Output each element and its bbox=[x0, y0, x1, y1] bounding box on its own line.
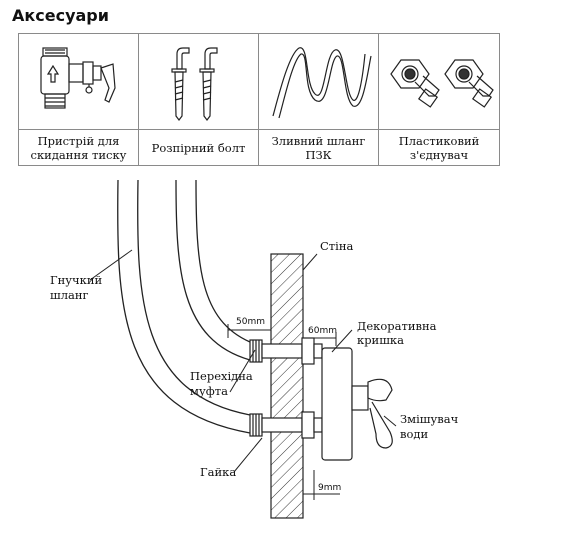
label-decorative-cover-line2: кришка bbox=[357, 333, 404, 347]
label-mixer-line2: води bbox=[400, 427, 428, 441]
lower-adapter bbox=[249, 411, 323, 439]
dimension-lines bbox=[89, 249, 397, 500]
label-flexible-hose-line1: Гнучкий bbox=[50, 273, 103, 287]
wall bbox=[270, 253, 304, 519]
label-flexible-hose-line2: шланг bbox=[50, 288, 89, 302]
accessory-label-plastic-connector: Пластиковий з'єднувач bbox=[398, 133, 480, 162]
label-decorative-cover: Декоративна кришка bbox=[357, 319, 440, 347]
accessories-heading: Аксесуари bbox=[12, 6, 109, 25]
flexible-hose bbox=[117, 179, 251, 434]
label-adapter-line1: Перехідна bbox=[190, 369, 253, 383]
expansion-bolt-icon bbox=[171, 47, 218, 121]
upper-adapter bbox=[249, 337, 323, 365]
accessory-label-drain-hose: Зливний шланг ПЗК bbox=[259, 130, 379, 165]
label-adapter: Перехідна муфта bbox=[190, 369, 256, 398]
drain-hose-icon bbox=[272, 47, 372, 119]
pressure-relief-valve-icon bbox=[40, 47, 116, 109]
accessory-label-expansion-bolt: Розпірний болт bbox=[139, 130, 259, 165]
dimension-60mm: 60mm bbox=[308, 326, 337, 336]
accessory-image-drain-hose bbox=[259, 34, 379, 130]
label-nut: Гайка bbox=[200, 465, 236, 479]
accessory-image-plastic-connector bbox=[379, 34, 499, 130]
accessory-image-expansion-bolt bbox=[139, 34, 259, 130]
plastic-connector-icon bbox=[390, 59, 494, 108]
accessories-table: Пристрій для скидання тиску Розпірний бо… bbox=[18, 33, 500, 166]
dimension-9mm: 9mm bbox=[318, 483, 341, 493]
label-adapter-line2: муфта bbox=[190, 384, 228, 398]
dimension-50mm: 50mm bbox=[236, 317, 265, 327]
label-wall: Стіна bbox=[320, 239, 354, 253]
label-mixer-line1: Змішувач bbox=[400, 412, 458, 426]
installation-diagram: 50mm 60mm 9mm Стіна Гнучкий шланг Декора… bbox=[50, 179, 462, 519]
label-mixer: Змішувач води bbox=[400, 412, 462, 441]
label-flexible-hose: Гнучкий шланг bbox=[50, 273, 106, 302]
water-mixer bbox=[321, 347, 393, 461]
label-decorative-cover-line1: Декоративна bbox=[357, 319, 437, 333]
accessory-label-pressure-relief-valve: Пристрій для скидання тиску bbox=[19, 130, 139, 165]
accessory-image-pressure-relief-valve bbox=[19, 34, 139, 130]
